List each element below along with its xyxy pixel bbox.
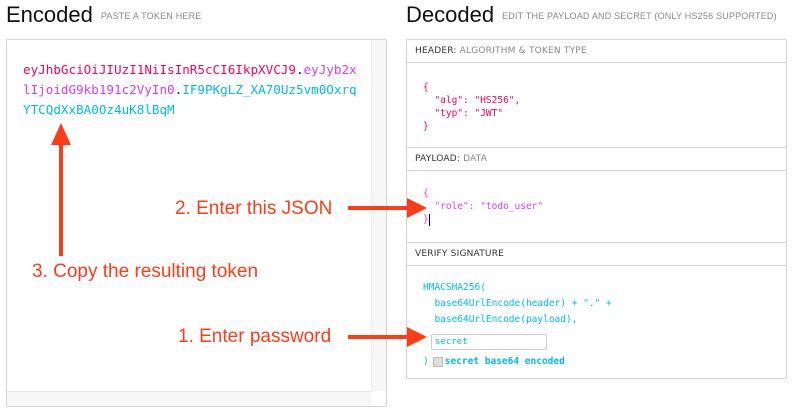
encoded-token-textarea[interactable]: eyJhbGciOiJIUzI1NiIsInR5cCI6IkpXVCJ9.eyJ…: [6, 39, 387, 407]
verify-signature-body: HMACSHA256( base64UrlEncode(header) + ".…: [407, 266, 786, 377]
header-label-sub: ALGORITHM & TOKEN TYPE: [459, 46, 587, 56]
code-line: HMACSHA256(: [423, 282, 486, 293]
token-text[interactable]: eyJhbGciOiJIUzI1NiIsInR5cCI6IkpXVCJ9.eyJ…: [23, 60, 363, 120]
decoded-heading: Decoded EDIT THE PAYLOAD AND SECRET (ONLY…: [406, 2, 777, 28]
base64-checkbox[interactable]: [432, 356, 443, 367]
horizontal-scrollbar[interactable]: [7, 391, 371, 406]
payload-label: PAYLOAD:: [415, 154, 461, 164]
annotation-step1: 1. Enter password: [178, 326, 332, 347]
code-line: base64UrlEncode(payload),: [423, 314, 578, 325]
token-signature-part: IF9PKgLZ_XA70Uz5vm0OxrqYTCQdXxBA0Oz4uK8l…: [23, 82, 357, 117]
token-dot: .: [295, 62, 304, 77]
payload-json-editor[interactable]: { "role": "todo_user" }: [407, 171, 786, 243]
decoded-subtitle: EDIT THE PAYLOAD AND SECRET (ONLY HS256 …: [502, 11, 777, 22]
verify-label: VERIFY SIGNATURE: [415, 249, 505, 259]
secret-input[interactable]: secret: [431, 334, 547, 350]
token-dot: .: [174, 82, 183, 97]
header-section-label: HEADER:ALGORITHM & TOKEN TYPE: [407, 40, 786, 63]
code-line: "typ": "JWT": [423, 108, 504, 119]
decoded-title: Decoded: [406, 2, 495, 27]
payload-label-sub: DATA: [463, 154, 488, 164]
code-line: }: [423, 214, 429, 225]
code-line: {: [423, 188, 429, 199]
code-line: }: [423, 121, 429, 132]
code-line: {: [423, 82, 429, 93]
annotation-step3: 3. Copy the resulting token: [32, 261, 259, 282]
text-cursor: [428, 213, 430, 226]
payload-section-label: PAYLOAD:DATA: [407, 148, 786, 171]
encoded-heading: Encoded PASTE A TOKEN HERE: [6, 2, 202, 28]
code-line: "role": "todo_user": [423, 201, 544, 212]
header-json-editor[interactable]: { "alg": "HS256", "typ": "JWT" }: [407, 63, 786, 148]
decoded-panel: HEADER:ALGORITHM & TOKEN TYPE { "alg": "…: [406, 39, 787, 379]
encoded-title: Encoded: [6, 2, 93, 27]
code-line: "alg": "HS256",: [423, 95, 521, 106]
header-label: HEADER:: [415, 46, 457, 56]
vertical-scrollbar[interactable]: [371, 40, 386, 391]
annotation-step2: 2. Enter this JSON: [175, 198, 333, 219]
token-payload-part: eyJyb2xlIjoidG9kb191c2VyIn0: [23, 62, 357, 97]
code-close-paren: ): [423, 356, 429, 367]
encoded-subtitle: PASTE A TOKEN HERE: [100, 11, 202, 22]
base64-checkbox-label[interactable]: secret base64 encoded: [444, 356, 565, 367]
verify-section-label: VERIFY SIGNATURE: [407, 243, 786, 266]
code-line: base64UrlEncode(header) + "." +: [423, 298, 612, 309]
token-header-part: eyJhbGciOiJIUzI1NiIsInR5cCI6IkpXVCJ9: [23, 62, 296, 77]
